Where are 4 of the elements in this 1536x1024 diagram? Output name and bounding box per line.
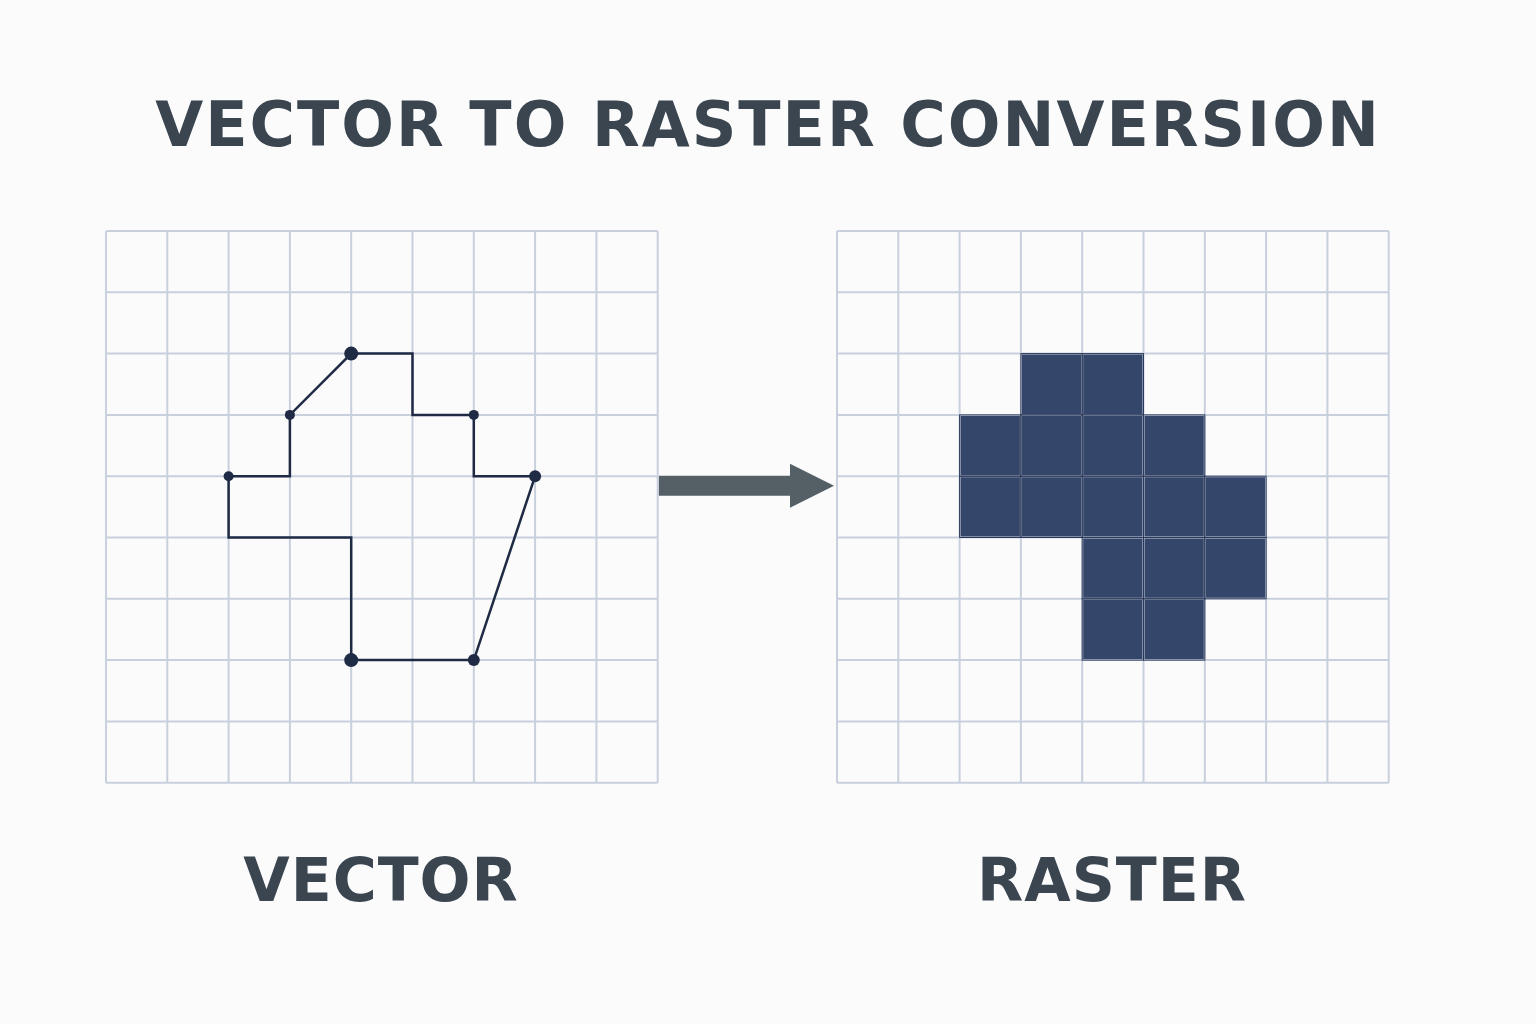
title: VECTOR TO RASTER CONVERSION	[154, 88, 1382, 161]
panel-label: RASTER	[976, 845, 1248, 915]
arrow	[658, 463, 834, 508]
panel-label: VECTOR	[242, 845, 520, 915]
